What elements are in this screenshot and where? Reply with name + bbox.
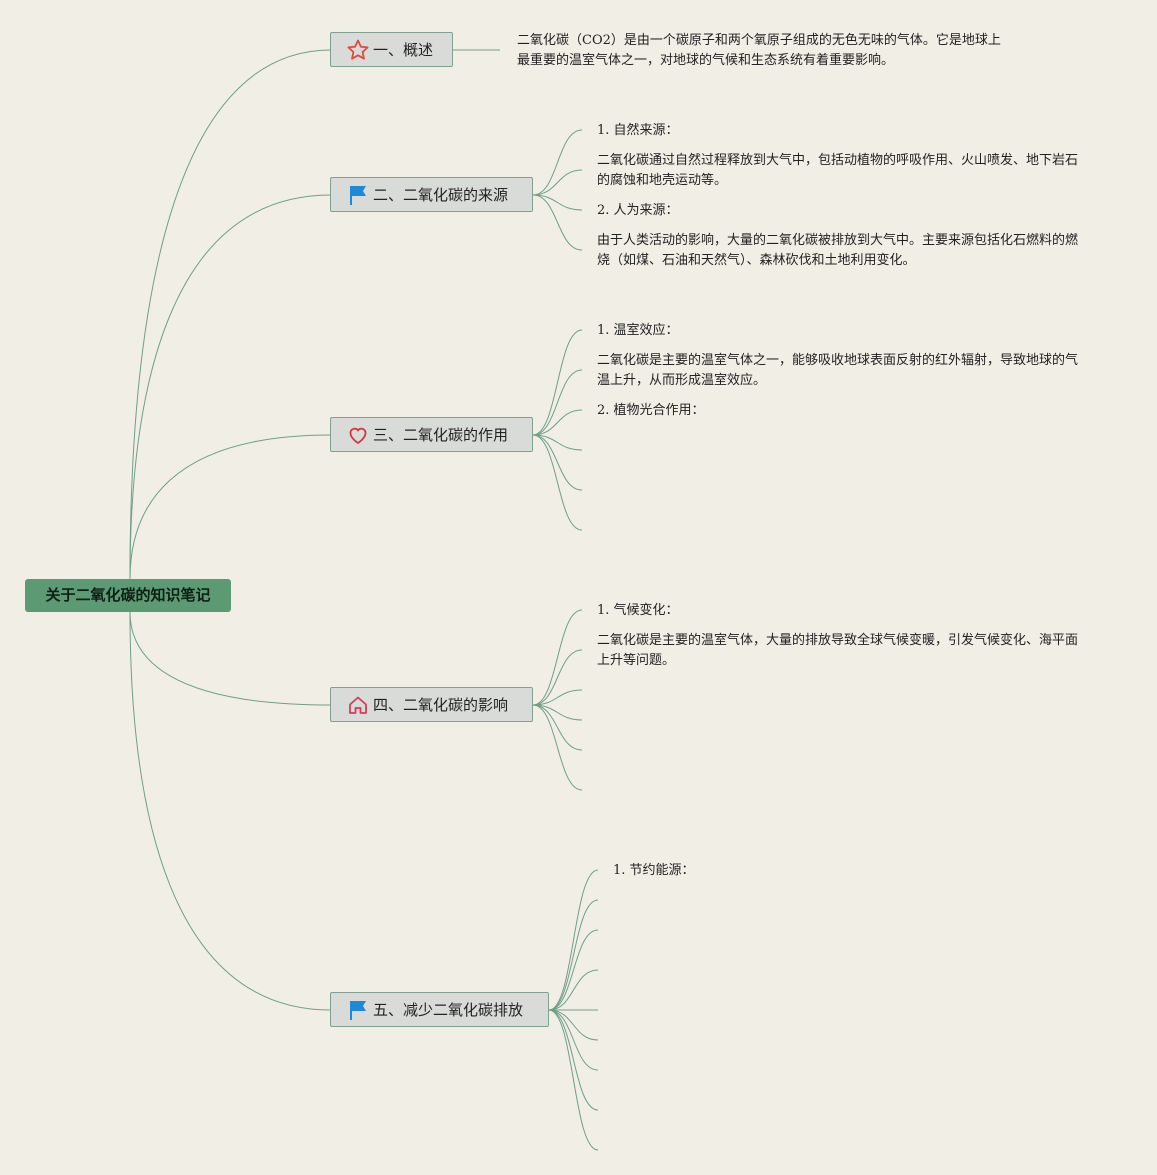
connector-line bbox=[548, 969, 599, 1011]
branch-label: 二、二氧化碳的来源 bbox=[373, 186, 509, 204]
connector-line bbox=[532, 329, 583, 436]
connector-line bbox=[532, 704, 583, 791]
connector-line bbox=[532, 609, 583, 706]
connector-line bbox=[532, 129, 583, 196]
note-heading: 1. 温室效应： bbox=[597, 323, 679, 338]
connector-line bbox=[129, 49, 332, 580]
branch-label: 四、二氧化碳的影响 bbox=[373, 696, 509, 714]
connector-line bbox=[548, 1009, 599, 1111]
branch-sources[interactable]: 二、二氧化碳的来源 bbox=[330, 177, 533, 212]
home-icon bbox=[345, 693, 371, 717]
note-heading: 2. 植物光合作用： bbox=[597, 403, 705, 418]
branch-overview[interactable]: 一、概述 bbox=[330, 32, 453, 67]
branch-label: 五、减少二氧化碳排放 bbox=[373, 1001, 524, 1019]
connector-line bbox=[548, 1009, 599, 1041]
note-heading: 2. 人为来源： bbox=[597, 203, 679, 218]
heart-icon bbox=[345, 423, 371, 447]
branch-label: 一、概述 bbox=[373, 41, 434, 59]
note-heading: 1. 自然来源： bbox=[597, 123, 679, 138]
connector-line bbox=[532, 434, 583, 451]
note-overview: 二氧化碳（CO2）是由一个碳原子和两个氧原子组成的无色无味的气体。它是地球上最重… bbox=[517, 33, 1001, 68]
branch-label: 三、二氧化碳的作用 bbox=[373, 426, 509, 444]
branch-impact[interactable]: 四、二氧化碳的影响 bbox=[330, 687, 533, 722]
connector-line bbox=[548, 899, 599, 1011]
connector-line bbox=[548, 1009, 599, 1151]
connector-line bbox=[532, 704, 583, 751]
connector-line bbox=[129, 434, 332, 580]
note-text: 二氧化碳是主要的温室气体，大量的排放导致全球气候变暖，引发气候变化、海平面上升等… bbox=[597, 633, 1079, 668]
connector-line bbox=[548, 929, 599, 1011]
connector-line bbox=[532, 194, 583, 251]
connector-line bbox=[532, 434, 583, 531]
note-text: 二氧化碳是主要的温室气体之一，能够吸收地球表面反射的红外辐射，导致地球的气温上升… bbox=[597, 353, 1079, 388]
branch-effects[interactable]: 三、二氧化碳的作用 bbox=[330, 417, 533, 452]
root-node[interactable]: 关于二氧化碳的知识笔记 bbox=[25, 579, 231, 612]
flag-icon bbox=[345, 998, 371, 1022]
flag-icon bbox=[345, 183, 371, 207]
connector-line bbox=[548, 1009, 599, 1071]
note-text: 由于人类活动的影响，大量的二氧化碳被排放到大气中。主要来源包括化石燃料的燃烧（如… bbox=[597, 233, 1079, 268]
connector-line bbox=[129, 611, 332, 706]
connector-line bbox=[532, 434, 583, 491]
connector-line bbox=[129, 611, 332, 1011]
connector-line bbox=[532, 194, 583, 211]
branch-reduce[interactable]: 五、减少二氧化碳排放 bbox=[330, 992, 549, 1027]
connector-line bbox=[129, 194, 332, 580]
star-icon bbox=[345, 38, 371, 62]
connector-line bbox=[532, 649, 583, 706]
connector-line bbox=[548, 869, 599, 1011]
connector-line bbox=[532, 169, 583, 196]
note-heading: 1. 节约能源： bbox=[613, 863, 695, 878]
note-heading: 1. 气候变化： bbox=[597, 603, 679, 618]
connector-line bbox=[532, 409, 583, 436]
note-text: 二氧化碳通过自然过程释放到大气中，包括动植物的呼吸作用、火山喷发、地下岩石的腐蚀… bbox=[597, 153, 1079, 188]
connector-line bbox=[532, 704, 583, 721]
connector-line bbox=[532, 369, 583, 436]
connector-line bbox=[532, 689, 583, 706]
